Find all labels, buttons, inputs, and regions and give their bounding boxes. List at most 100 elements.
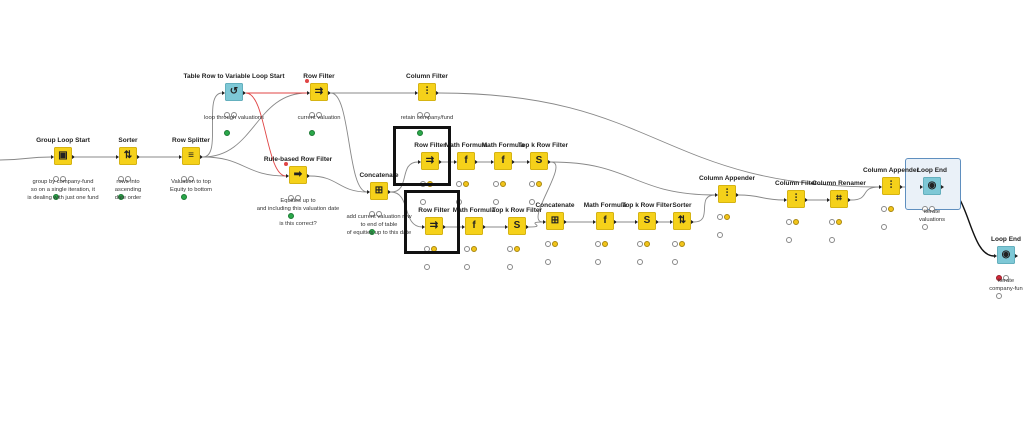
output-port[interactable] — [656, 220, 659, 224]
output-port[interactable] — [243, 91, 246, 95]
connection-column-appender-1-to-column-filter-2[interactable] — [738, 194, 785, 201]
input-port[interactable] — [543, 220, 546, 224]
connection-concatenate-1-to-row-filter-top[interactable] — [390, 161, 419, 193]
node-body[interactable]: ➡ — [289, 166, 307, 184]
output-port[interactable] — [900, 185, 903, 189]
output-port[interactable] — [328, 91, 331, 95]
node-body[interactable]: ⫶ — [882, 177, 900, 195]
input-port[interactable] — [879, 185, 882, 189]
node-concatenate-1[interactable]: Concatenate⊞add current valuation row to… — [346, 172, 411, 236]
node-body[interactable]: f — [465, 217, 483, 235]
connection-table-row-to-variable-loop-start-to-rule-based-row-filter[interactable] — [245, 92, 287, 177]
node-body[interactable]: f — [457, 152, 475, 170]
input-port[interactable] — [491, 160, 494, 164]
output-port[interactable] — [388, 190, 391, 194]
node-column-appender-2[interactable]: Column Appender⫶ — [863, 167, 919, 230]
node-body[interactable]: f — [596, 212, 614, 230]
node-body[interactable]: ≡ — [182, 147, 200, 165]
node-column-filter-1[interactable]: Column Filter⫶retain company/fund — [401, 73, 453, 136]
connection-top-k-row-filter-2-to-concatenate-2[interactable] — [528, 221, 544, 228]
connection-row-splitter-to-row-filter-1[interactable] — [202, 92, 308, 158]
variable-port-dot[interactable] — [284, 162, 288, 166]
input-port[interactable] — [415, 91, 418, 95]
node-body[interactable]: ⇉ — [421, 152, 439, 170]
node-body[interactable]: S — [508, 217, 526, 235]
input-port[interactable] — [222, 91, 225, 95]
output-port[interactable] — [72, 155, 75, 159]
output-port[interactable] — [564, 220, 567, 224]
output-port[interactable] — [439, 160, 442, 164]
input-port[interactable] — [593, 220, 596, 224]
node-table-row-to-variable-loop-start[interactable]: Table Row to Variable Loop Start↺loop th… — [183, 73, 285, 136]
connection-top-k-row-filter-1-to-concatenate-2[interactable] — [537, 161, 557, 223]
input-port[interactable] — [307, 91, 310, 95]
output-port[interactable] — [475, 160, 478, 164]
output-port[interactable] — [512, 160, 515, 164]
node-body[interactable]: ▣ — [54, 147, 72, 165]
input-port[interactable] — [116, 155, 119, 159]
node-body[interactable]: ⇉ — [310, 83, 328, 101]
output-port[interactable] — [1015, 254, 1018, 258]
node-body[interactable]: ⇅ — [673, 212, 691, 230]
output-port[interactable] — [548, 160, 551, 164]
output-port[interactable] — [307, 174, 310, 178]
node-body[interactable]: ⊞ — [370, 182, 388, 200]
variable-port-dot[interactable] — [305, 79, 309, 83]
connection-row-splitter-to-table-row-to-variable-loop-start[interactable] — [202, 92, 223, 158]
output-port[interactable] — [436, 91, 439, 95]
input-port[interactable] — [51, 155, 54, 159]
node-row-filter-bottom[interactable]: Row Filter⇉ — [418, 207, 450, 270]
input-port[interactable] — [635, 220, 638, 224]
output-port[interactable] — [848, 198, 851, 202]
input-port[interactable] — [179, 155, 182, 159]
output-port[interactable] — [526, 225, 529, 229]
output-port[interactable] — [200, 155, 203, 159]
node-sorter-1[interactable]: Sorter⇅rows into ascending date order — [115, 137, 141, 201]
node-body[interactable]: f — [494, 152, 512, 170]
node-body[interactable]: ⇉ — [425, 217, 443, 235]
node-body[interactable]: ⫶ — [787, 190, 805, 208]
input-port[interactable] — [715, 193, 718, 197]
input-port[interactable] — [784, 198, 787, 202]
node-loop-end-1[interactable]: Loop End◉iterate valuations — [917, 167, 947, 230]
input-port[interactable] — [920, 185, 923, 189]
connection-row-splitter-to-rule-based-row-filter[interactable] — [202, 156, 287, 177]
connection-column-renamer-to-column-appender-2[interactable] — [850, 186, 880, 201]
input-port[interactable] — [670, 220, 673, 224]
input-port[interactable] — [527, 160, 530, 164]
output-port[interactable] — [483, 225, 486, 229]
output-port[interactable] — [137, 155, 140, 159]
node-body[interactable]: ◉ — [997, 246, 1015, 264]
input-port[interactable] — [367, 190, 370, 194]
input-port[interactable] — [418, 160, 421, 164]
node-column-appender-1[interactable]: Column Appender⫶ — [699, 175, 755, 238]
output-port[interactable] — [736, 193, 739, 197]
input-port[interactable] — [827, 198, 830, 202]
node-group-loop-start[interactable]: Group Loop Start▣group by company-fund s… — [27, 137, 98, 201]
node-row-filter-1[interactable]: Row Filter⇉current valuation — [298, 73, 340, 136]
node-body[interactable]: ◉ — [923, 177, 941, 195]
node-body[interactable]: S — [638, 212, 656, 230]
node-column-renamer[interactable]: Column Renamer⌗ — [812, 180, 866, 243]
node-column-filter-2[interactable]: Column Filter⫶ — [775, 180, 817, 243]
node-sorter-2[interactable]: Sorter⇅ — [670, 202, 694, 265]
node-body[interactable]: ⫶ — [418, 83, 436, 101]
output-port[interactable] — [443, 225, 446, 229]
connection-top-k-row-filter-1-to-column-appender-1[interactable] — [550, 161, 716, 196]
node-body[interactable]: ↺ — [225, 83, 243, 101]
node-body[interactable]: ⇅ — [119, 147, 137, 165]
node-body[interactable]: ⊞ — [546, 212, 564, 230]
output-port[interactable] — [614, 220, 617, 224]
connection-sorter-2-to-column-appender-1[interactable] — [693, 194, 716, 223]
input-port[interactable] — [994, 254, 997, 258]
connection-column-filter-1-to-column-appender-2[interactable] — [438, 92, 880, 188]
node-body[interactable]: S — [530, 152, 548, 170]
input-port[interactable] — [454, 160, 457, 164]
